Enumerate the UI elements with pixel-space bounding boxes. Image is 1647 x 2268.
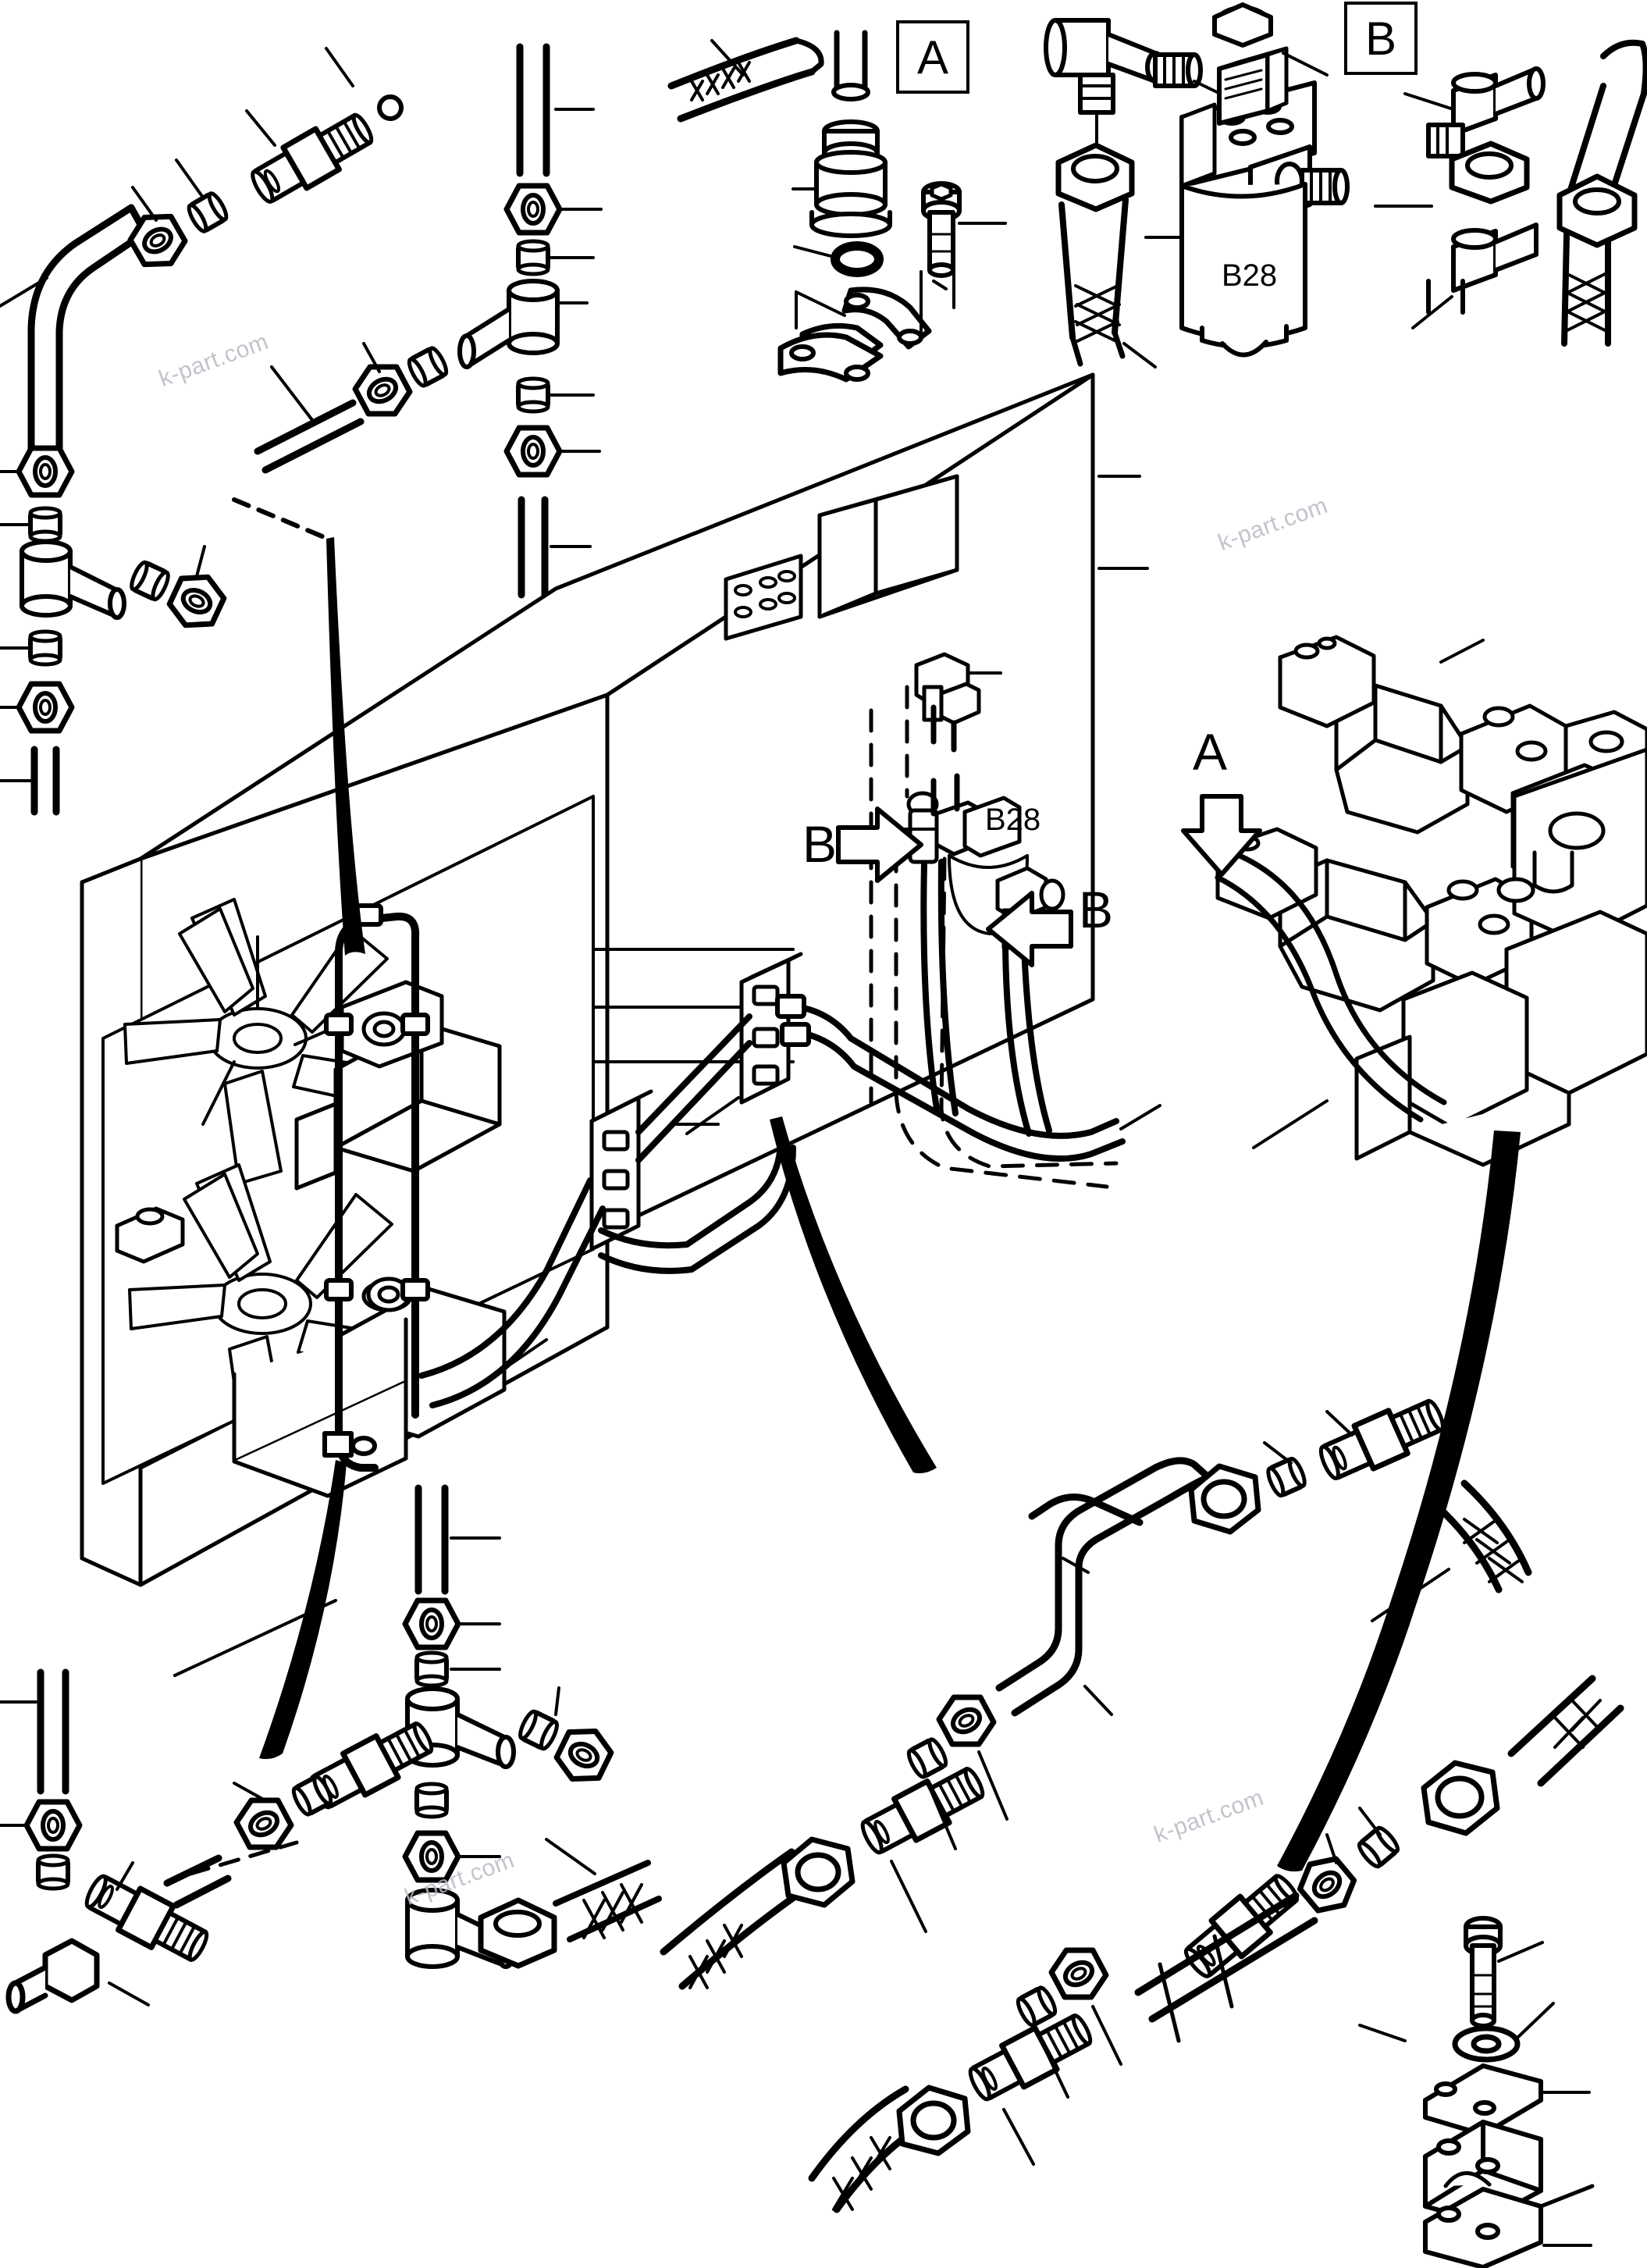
assembly-hose-fittings-lower-centre bbox=[660, 1457, 1212, 1990]
assembly-detail-a-split-flange bbox=[667, 30, 1007, 383]
assembly-engine-pump-module bbox=[1215, 635, 1647, 1167]
assembly-tube-nut-connector-upper-left bbox=[0, 47, 404, 457]
assembly-bracket-clamp-module bbox=[418, 952, 1521, 1872]
section-box-a-label: A bbox=[916, 30, 949, 84]
assembly-elbow-left-middle bbox=[0, 448, 330, 816]
filter-code-detail-b: B28 bbox=[1222, 258, 1278, 293]
section-marker-a-label: A bbox=[1193, 723, 1228, 781]
assembly-tee-fitting-lower-left bbox=[0, 1484, 662, 2014]
assembly-clamp-block-lower-right bbox=[1358, 1916, 1595, 2268]
assembly-control-box bbox=[724, 474, 959, 641]
assembly-detail-b-filter bbox=[1044, 2, 1647, 369]
section-box-a: A bbox=[896, 20, 969, 94]
section-marker-b-left-label: B bbox=[802, 815, 838, 873]
filter-code-on-machine: B28 bbox=[985, 803, 1041, 837]
section-box-b-label: B bbox=[1364, 12, 1397, 65]
section-marker-b-right-label: B bbox=[1079, 881, 1114, 938]
assembly-tee-fitting-upper-left bbox=[254, 43, 603, 599]
assembly-hose-fittings-lower-right bbox=[808, 1392, 1624, 2213]
assembly-radiator-fan-module bbox=[80, 372, 1149, 1760]
section-box-b: B bbox=[1344, 2, 1418, 75]
